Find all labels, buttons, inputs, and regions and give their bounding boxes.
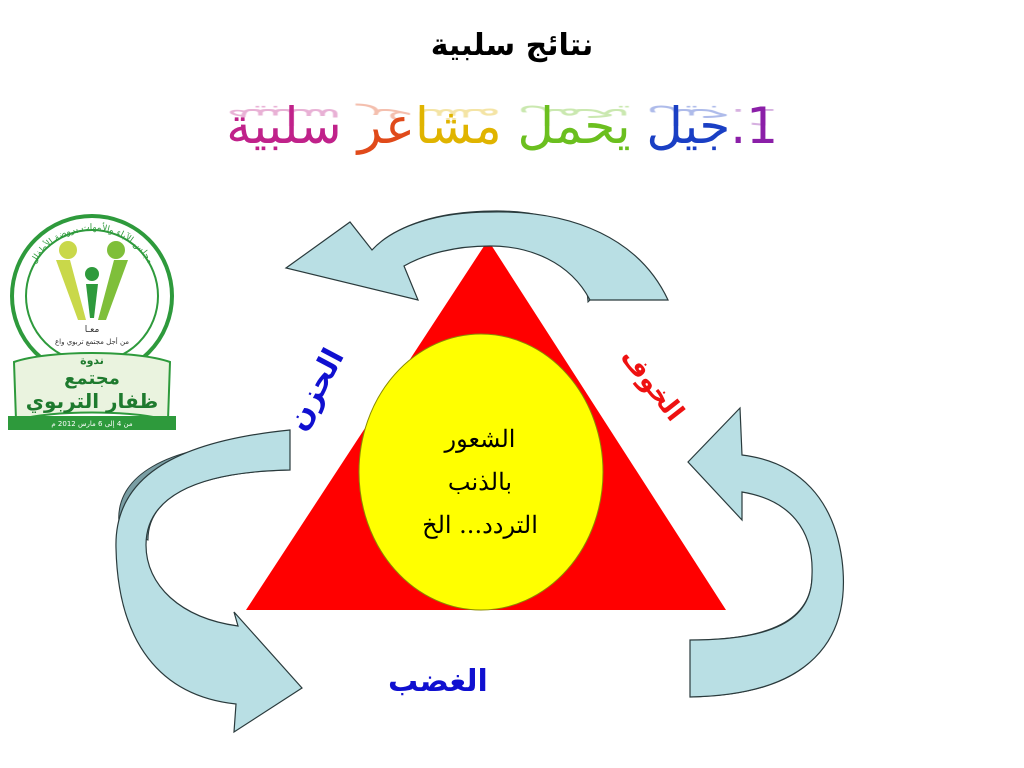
right-curved-arrow (687, 406, 844, 698)
subtitle-word-carries: يحمل (501, 97, 631, 155)
logo-date: من 4 إلى 6 مارس 2012 م (51, 420, 133, 428)
yellow-circle (358, 333, 604, 611)
subtitle-word-feelings-a: مشا (415, 97, 502, 155)
logo-line1: مجتمع (64, 368, 120, 389)
logo-inner-label: معـا (85, 325, 100, 335)
top-curved-arrow (284, 210, 669, 304)
label-anger: الغضب (388, 664, 488, 699)
subtitle-word-feelings-b: عر (341, 97, 416, 155)
logo-inner-caption: من أجل مجتمع تربوي واع (55, 337, 129, 346)
subtitle-word-negative: سلبية (226, 97, 342, 155)
logo-date-bar (8, 416, 176, 430)
logo-badge: ندوة (80, 354, 104, 367)
family-figure-icon (56, 241, 128, 320)
subtitle-word-generation: جيل (630, 97, 731, 155)
center-line-1: الشعور (444, 425, 516, 453)
subtitle: 1.جيل يحمل مشاعر سلبية (226, 96, 778, 156)
subtitle-wordart: 1.جيل يحمل مشاعر سلبية 1.جيل يحمل مشاعر … (180, 96, 790, 166)
center-line-3: التردد... الخ (422, 511, 538, 539)
slide-title: نتائج سلبية (430, 28, 594, 63)
center-text: الشعور بالذنب التردد... الخ (370, 418, 590, 547)
center-line-2: بالذنب (447, 468, 513, 496)
seminar-logo: مجلس الآباء والأمهات بروضة الأطفال معـا … (8, 214, 176, 430)
logo-line2: ظفار التربوي (26, 389, 159, 414)
left-curved-arrow (115, 429, 303, 734)
subtitle-number: 1. (730, 97, 778, 155)
